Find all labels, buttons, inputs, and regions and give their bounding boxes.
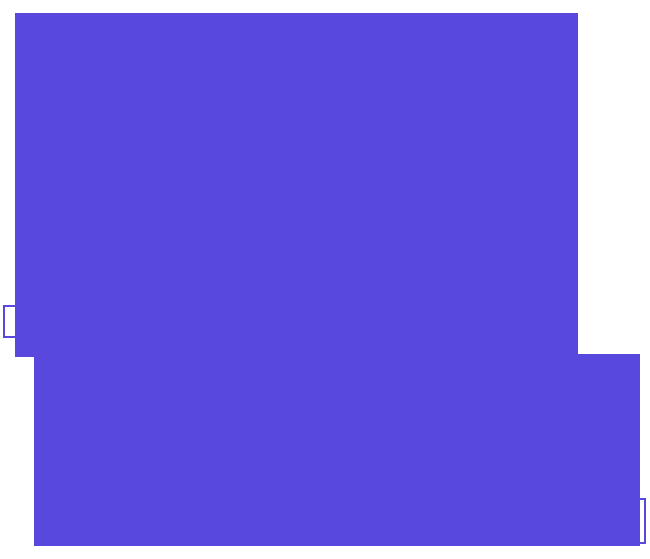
overlay-region-bottom [34, 354, 640, 546]
left-edge-handle[interactable] [3, 305, 17, 338]
overlay-region-top [15, 13, 578, 357]
right-scrollbar-thumb[interactable] [638, 498, 646, 544]
